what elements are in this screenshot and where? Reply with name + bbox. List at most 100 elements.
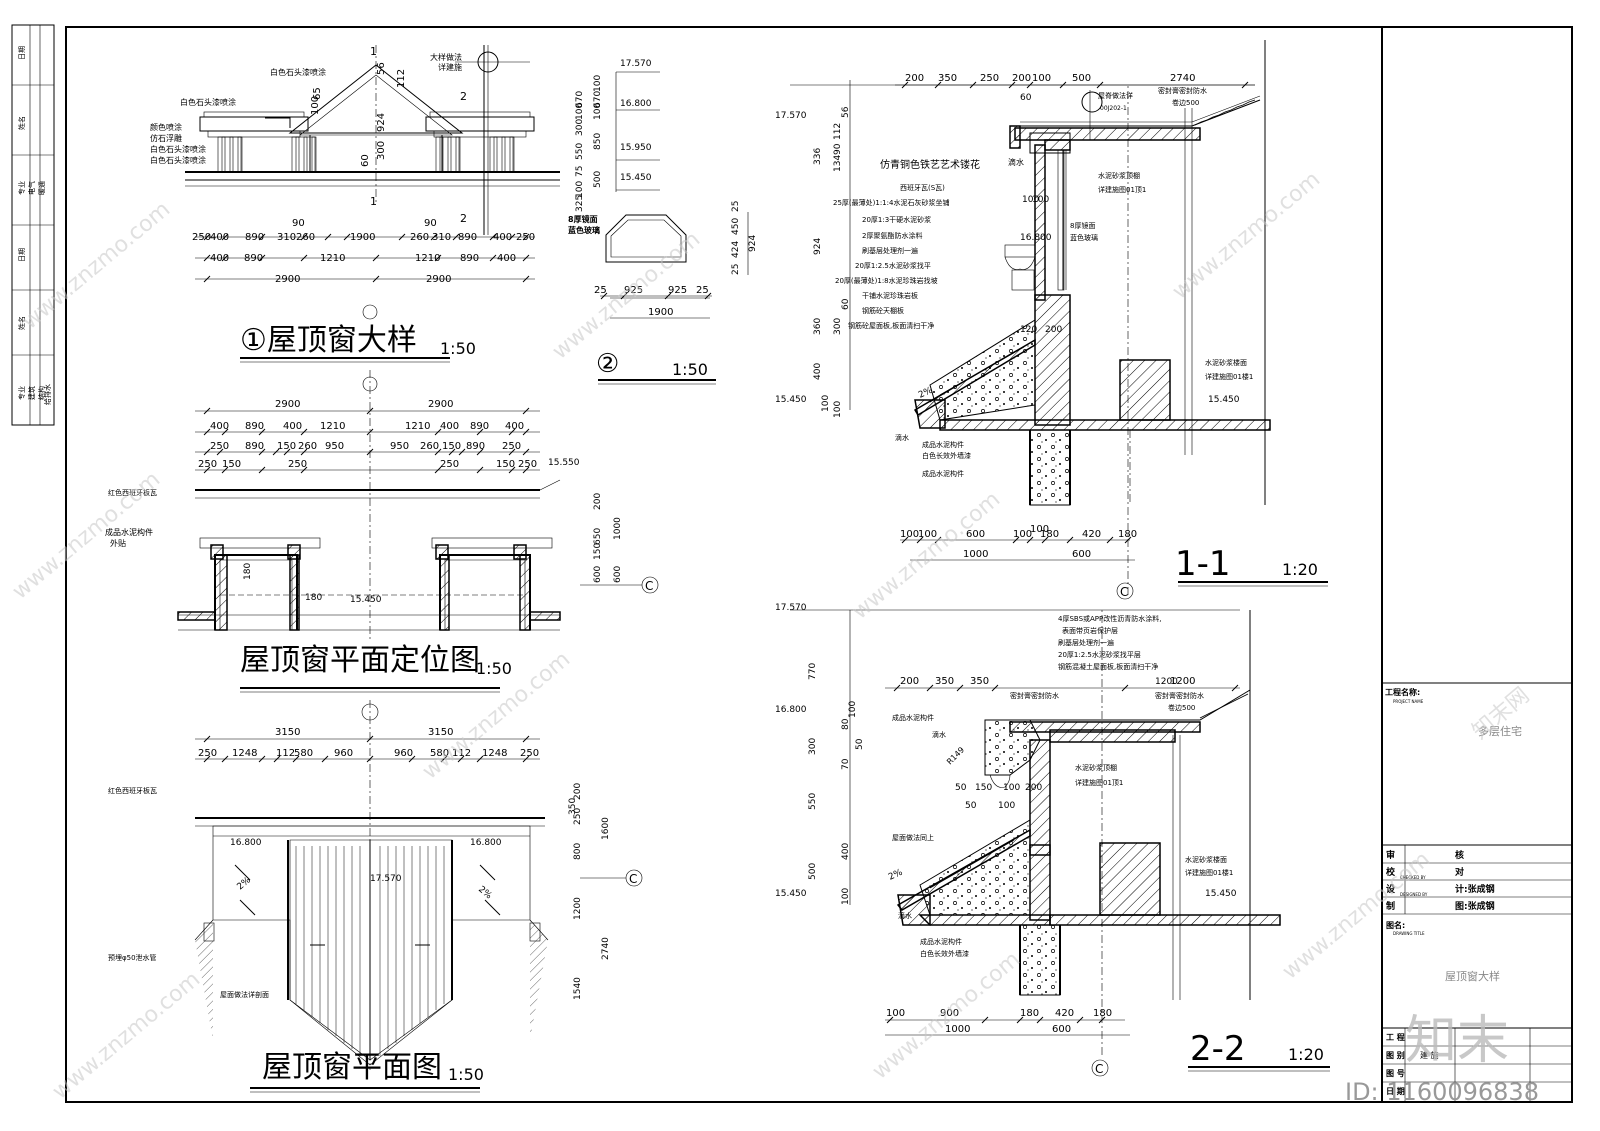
- s22-left-dims-5: 100: [848, 701, 858, 718]
- view-2-detail: ② 1:50: [596, 71, 749, 385]
- s22-notes-3: 20厚1:2.5水泥砂浆找平层: [1058, 650, 1141, 659]
- v1-notes-0: 白色石头漆喷涂: [270, 67, 326, 77]
- s22-notes-7: 卷边500: [1168, 703, 1195, 712]
- view-4-title-text: 屋顶窗平面图: [262, 1050, 442, 1085]
- v3-notes-4: 15.450: [350, 595, 382, 605]
- v4-right-3: 800: [573, 843, 583, 860]
- axis-c-4: C: [1095, 1062, 1103, 1076]
- s22-left-dims-7: 70: [841, 758, 851, 770]
- project-label-en: PROJECT NAME: [1393, 699, 1424, 704]
- s11-bot-0: 100: [900, 529, 919, 540]
- v1-notes-7: 详建施: [438, 62, 462, 72]
- v1-dims-bot-1: 2900: [426, 274, 451, 285]
- s11-notes-20: 水泥砂浆楼面: [1205, 358, 1247, 367]
- axis-c-3: C: [1120, 585, 1128, 599]
- v2-dims-7: 100: [575, 181, 585, 198]
- s11-bot-9: 100: [1030, 524, 1049, 535]
- s11-left-dims-6: 60: [841, 298, 851, 310]
- section-1-1: 1-1 1:20 C: [790, 40, 1328, 600]
- s11-left-dims-2: 90: [833, 143, 843, 155]
- s11-notes-29: 100: [1032, 195, 1049, 205]
- axis-c-1: C: [645, 579, 653, 593]
- view-4-scale: 1:50: [448, 1065, 484, 1084]
- s11-left-dims-11: 100: [833, 401, 843, 418]
- watermark-id: ID: 1160096838: [1345, 1078, 1539, 1106]
- s22-notes-10: 水泥砂浆顶棚: [1075, 763, 1117, 772]
- stage: 图 别: [1386, 1051, 1405, 1060]
- v2-elev-2: 15.950: [620, 143, 652, 153]
- s11-elev-3: 15.450: [1208, 395, 1240, 405]
- s22-notes-24: 50: [965, 801, 977, 811]
- view-2-annotations: 17.57016.80015.95015.4506701003005508507…: [568, 59, 758, 318]
- s22-notes-12: 屋面做法同上: [892, 833, 934, 842]
- s11-left-dims-8: 360: [813, 318, 823, 335]
- s11-left-dims-10: 100: [821, 395, 831, 412]
- watermark-site-3: www.znzmo.com: [1168, 167, 1325, 305]
- s11-top-5: 500: [1072, 73, 1091, 84]
- s22-notes-1: 表面带页岩保护层: [1062, 626, 1118, 635]
- v1-dims-top-1: 400: [210, 232, 229, 243]
- s22-left-dims-0: 770: [808, 663, 818, 680]
- v4-dims-r-6: 580: [430, 748, 449, 759]
- v1-dims-top-2: 890: [245, 232, 264, 243]
- title-block: 工程名称: PROJECT NAME 多层住宅 审 核 校 对 CHECKED …: [1382, 682, 1572, 1102]
- watermark-site-9: www.znzmo.com: [48, 967, 205, 1105]
- v4-right-6: 2740: [601, 937, 611, 960]
- drawing-title: 屋顶窗大样: [1445, 969, 1500, 983]
- s11-notes-23: 成品水泥构件: [922, 440, 964, 449]
- s11-left-dims-9: 400: [813, 363, 823, 380]
- v3-dims-r2-8: 890: [466, 441, 485, 452]
- left-strip-7: 专业: [17, 386, 26, 400]
- left-strip-10: 给排水: [43, 384, 52, 405]
- v2-right-0: 25: [731, 264, 741, 275]
- v3-right-0: 200: [593, 493, 603, 510]
- review-label-2: 核: [1455, 849, 1464, 861]
- v3-dims-r2-5: 950: [390, 441, 409, 452]
- v4-right-7: 1540: [573, 977, 583, 1000]
- v1-dims-mid-5: 400: [497, 253, 516, 264]
- v1-dims-top-7: 310: [432, 232, 451, 243]
- v2-dims-4: 850: [593, 133, 603, 150]
- s11-notes-6: 20厚1:2.5水泥砂浆找平: [855, 261, 931, 270]
- v1-notes-8: 1: [370, 45, 377, 58]
- s22-notes-2: 刷基层处理剂一遍: [1058, 638, 1114, 647]
- v3-dims-r1-1: 890: [245, 421, 264, 432]
- v4-dims-top-1: 3150: [428, 727, 453, 738]
- s22-notes-9: 滴水: [932, 730, 946, 739]
- v3-dims-r2-1: 890: [245, 441, 264, 452]
- drawing-label-en: DRAWING TITLE: [1393, 931, 1425, 936]
- s22-notes-15: 滴水: [898, 911, 912, 920]
- v1-vert-4: 56: [376, 62, 387, 75]
- v1-notes-5: 白色石头漆喷涂: [150, 155, 206, 165]
- s11-bot-2: 600: [966, 529, 985, 540]
- v1-dims-bot-0: 2900: [275, 274, 300, 285]
- v2-elev-3: 15.450: [620, 173, 652, 183]
- s22-notes-5: 密封膏密封防水: [1010, 691, 1059, 700]
- v1-dims-mid-0: 400: [210, 253, 229, 264]
- v4-dims-r-4: 960: [334, 748, 353, 759]
- s11-notes-7: 20厚(最薄处)1:8水泥珍珠岩找坡: [835, 276, 938, 285]
- v3-dims-top-0: 2900: [275, 399, 300, 410]
- s22-notes-21: 150: [975, 783, 992, 793]
- watermark-site-8: www.znzmo.com: [1278, 847, 1435, 985]
- v3-dims-r3-4: 150: [496, 459, 515, 470]
- s22-notes-18: 2%: [887, 867, 905, 882]
- s22-elev-2: 15.450: [775, 889, 807, 899]
- v1-dims-top-5: 1900: [350, 232, 375, 243]
- s11-notes-16: 水泥砂浆顶棚: [1098, 171, 1140, 180]
- left-strip-2: 专业: [17, 181, 26, 195]
- s11-notes-30: 120: [1020, 325, 1037, 335]
- v1-dims-top-9: 400: [493, 232, 512, 243]
- s11-notes-25: 成品水泥构件: [922, 469, 964, 478]
- v2-dims-8: 325: [575, 195, 585, 212]
- s22-notes-23: 200: [1025, 783, 1042, 793]
- stage-val: 建 施: [1420, 1050, 1439, 1060]
- v4-dims-top-0: 3150: [275, 727, 300, 738]
- v4-dims-r-9: 250: [520, 748, 539, 759]
- s11-top-0: 200: [905, 73, 924, 84]
- v3-dims-r1-5: 400: [440, 421, 459, 432]
- v1-dims-top-12: 90: [424, 218, 437, 229]
- v3-dims-r2-9: 250: [502, 441, 521, 452]
- v3-notes-1: 成品水泥构件: [105, 527, 153, 537]
